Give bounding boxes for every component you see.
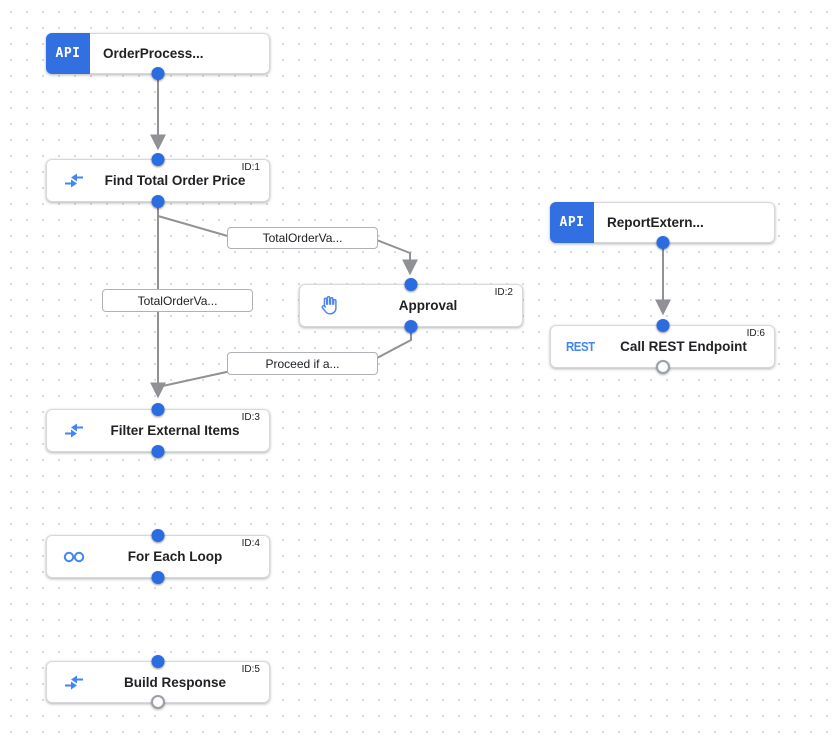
node-for-each-loop[interactable]: For Each Loop ID:4 [46,529,270,584]
task-id-badge: ID:2 [494,287,513,298]
output-port[interactable] [151,195,165,208]
node-title: Call REST Endpoint [620,339,747,354]
node-build-response[interactable]: Build Response ID:5 [46,655,270,709]
input-port[interactable] [151,529,165,542]
output-port-open[interactable] [655,360,670,374]
edge-label-total-order-value-right[interactable]: TotalOrderVa... [227,227,378,249]
api-badge-text: API [55,46,81,61]
edge-label-total-order-value-left[interactable]: TotalOrderVa... [102,289,253,312]
rest-icon: REST [565,339,595,354]
node-filter-external-items[interactable]: Filter External Items ID:3 [46,403,270,458]
api-trigger-icon: API [46,33,90,74]
input-port[interactable] [151,153,165,166]
task-id-badge: ID:3 [241,412,260,423]
data-mapping-icon [61,662,87,702]
input-port[interactable] [151,655,165,668]
node-order-process-trigger[interactable]: API OrderProcess... [46,33,270,80]
node-find-total-order-price[interactable]: Find Total Order Price ID:1 [46,153,270,208]
node-title: ReportExtern... [607,215,704,230]
task-id-badge: ID:5 [241,664,260,675]
node-title: Find Total Order Price [104,173,246,188]
task-id-badge: ID:6 [746,328,765,339]
api-trigger-icon: API [550,202,594,243]
node-report-extern-trigger[interactable]: API ReportExtern... [550,202,775,249]
node-title: Build Response [123,674,226,690]
input-port[interactable] [404,278,418,291]
node-title: For Each Loop [127,549,223,564]
output-port[interactable] [151,571,165,584]
output-port[interactable] [404,320,418,333]
task-id-badge: ID:4 [241,538,260,549]
output-port-open[interactable] [151,695,165,709]
node-approval[interactable]: Approval ID:2 [299,278,523,333]
output-port[interactable] [656,236,669,249]
input-port[interactable] [656,319,669,332]
approval-hand-icon [314,285,340,326]
edge-label-proceed-if[interactable]: Proceed if a... [227,352,378,375]
task-id-badge: ID:1 [241,162,260,173]
data-mapping-icon [61,410,87,451]
node-title: Approval [398,298,458,313]
output-port[interactable] [151,67,165,80]
node-title: OrderProcess... [103,46,204,61]
api-badge-text: API [559,215,585,230]
node-title: Filter External Items [110,423,240,438]
output-port[interactable] [151,445,165,458]
data-mapping-icon [61,160,87,201]
input-port[interactable] [151,403,165,416]
node-call-rest-endpoint[interactable]: REST Call REST Endpoint ID:6 [550,319,775,374]
for-each-loop-icon [61,536,87,577]
